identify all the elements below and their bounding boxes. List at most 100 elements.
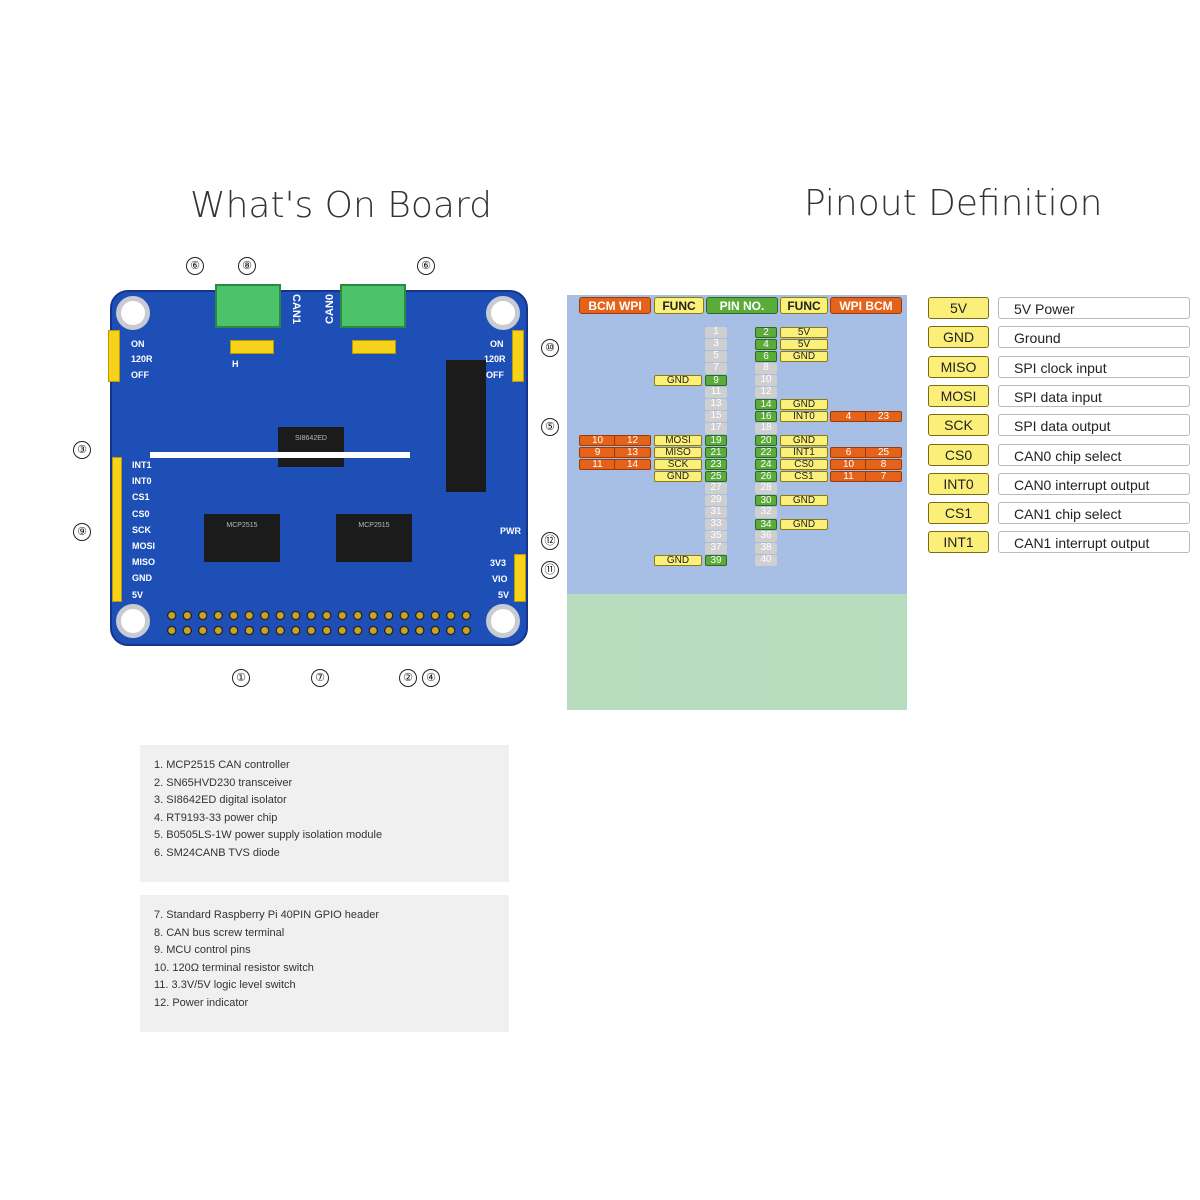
mcu-pin-label: 5V	[132, 589, 144, 600]
bcm-number: 11	[579, 459, 616, 470]
pin-number: 27	[705, 483, 727, 494]
can0-label: CAN0	[324, 294, 336, 324]
mcu-pin-label: INT1	[132, 460, 152, 470]
legend-row: INT1 CAN1 interrupt output	[928, 531, 1190, 554]
callout-marker: ②	[399, 669, 417, 687]
legend-key: INT0	[928, 472, 989, 495]
switch-label: ON	[490, 339, 504, 349]
termination-switch-left[interactable]	[108, 330, 120, 382]
pin-number: 40	[755, 555, 777, 566]
pin-number: 3	[705, 339, 727, 350]
isolation-slot	[150, 452, 410, 458]
pin-number: 13	[705, 399, 727, 410]
pin-function: GND	[654, 555, 702, 566]
mcp2515-chip-2: MCP2515	[336, 514, 412, 562]
switch-label: 120R	[131, 354, 153, 364]
bcm-number: 23	[865, 411, 902, 422]
pin-number: 37	[705, 543, 727, 554]
vio-label: 3V3	[490, 558, 507, 568]
wpi-number: 11	[830, 471, 867, 482]
pin-function: CS0	[780, 459, 828, 470]
mcp2515-chip-1: MCP2515	[204, 514, 280, 562]
pin-function: GND	[780, 399, 828, 410]
legend-row: INT0 CAN0 interrupt output	[928, 472, 1190, 495]
mcu-pin-label: CS0	[132, 508, 150, 519]
note-item: 4. RT9193-33 power chip	[154, 811, 278, 824]
mcu-pin-label: GND	[132, 573, 152, 584]
pin-number: 4	[755, 339, 777, 350]
pin-number: 17	[705, 423, 727, 434]
legend-key: SCK	[928, 414, 989, 437]
note-item: 2. SN65HVD230 transceiver	[154, 776, 293, 789]
can1-screw-terminal[interactable]	[215, 284, 281, 328]
callout-marker: ④	[422, 669, 440, 687]
pin-number: 32	[755, 507, 777, 518]
legend-description: CAN1 chip select	[998, 502, 1190, 525]
pwr-label: PWR	[500, 526, 521, 536]
pin-number: 24	[755, 459, 777, 470]
note-item: 11. 3.3V/5V logic level switch	[154, 979, 296, 991]
legend-description: CAN1 interrupt output	[998, 531, 1190, 554]
mcu-pin-label: MOSI	[132, 541, 156, 551]
pin-function: GND	[780, 519, 828, 530]
legend-description: CAN0 interrupt output	[998, 472, 1190, 495]
switch-label: OFF	[131, 370, 149, 380]
pin-number: 12	[755, 387, 777, 398]
note-item: 8. CAN bus screw terminal	[154, 926, 285, 939]
pin-function: INT0	[780, 411, 828, 422]
board-title: What's On Board	[190, 185, 492, 226]
legend-description: CAN0 chip select	[998, 443, 1190, 466]
pin-number: 30	[755, 495, 777, 506]
bcm-number: 8	[865, 459, 902, 470]
legend-row: 5V 5V Power	[928, 297, 1190, 319]
terminal-pin-label: H	[232, 359, 239, 369]
bcm-number: 25	[865, 447, 902, 458]
legend-key: 5V	[928, 297, 989, 319]
note-item: 9. MCU control pins	[154, 944, 251, 956]
pin-function: GND	[654, 471, 702, 482]
header-pin-no: PIN NO.	[706, 297, 778, 314]
wpi-number: 6	[830, 447, 867, 458]
note-item: 6. SM24CANB TVS diode	[154, 846, 280, 859]
legend-key: MISO	[928, 355, 989, 378]
pin-number: 38	[755, 543, 777, 554]
callout-marker: ①	[232, 669, 250, 687]
pin-number: 31	[705, 507, 727, 518]
pin-number: 23	[705, 459, 727, 470]
switch-label: ON	[131, 339, 145, 349]
legend-description: SPI data output	[998, 414, 1190, 437]
termination-switch-right[interactable]	[512, 330, 524, 382]
pin-number: 35	[705, 531, 727, 542]
can0-screw-terminal[interactable]	[340, 284, 406, 328]
pin-number: 2	[755, 327, 777, 338]
pin-number: 26	[755, 471, 777, 482]
logic-level-switch[interactable]	[514, 554, 526, 602]
header-right-func: FUNC	[780, 297, 828, 314]
callout-marker: ⑩	[541, 339, 559, 357]
b0505ls-isolation-module	[446, 360, 486, 492]
callout-marker: ⑥	[186, 257, 204, 275]
callout-marker: ⑥	[417, 257, 435, 275]
si8642ed-chip: SI8642ED	[278, 427, 344, 467]
pin-number: 15	[705, 411, 727, 422]
pin-number: 8	[755, 363, 777, 374]
pin-number: 10	[755, 375, 777, 386]
pin-number: 9	[705, 375, 727, 386]
mcu-pin-header	[112, 457, 122, 602]
mcu-pin-label: SCK	[132, 524, 152, 535]
note-item: 10. 120Ω terminal resistor switch	[154, 961, 314, 974]
callout-marker: ③	[73, 441, 91, 459]
pin-number: 33	[705, 519, 727, 530]
pin-number: 7	[705, 363, 727, 374]
pin-function: MISO	[654, 447, 702, 458]
wpi-number: 4	[830, 411, 867, 422]
legend-key: INT1	[928, 531, 989, 554]
pin-number: 18	[755, 423, 777, 434]
pin-number: 29	[705, 495, 727, 506]
legend-description: 5V Power	[998, 297, 1190, 319]
wpi-number: 12	[614, 435, 651, 446]
pin-number: 5	[705, 351, 727, 362]
wpi-number: 14	[614, 459, 651, 470]
